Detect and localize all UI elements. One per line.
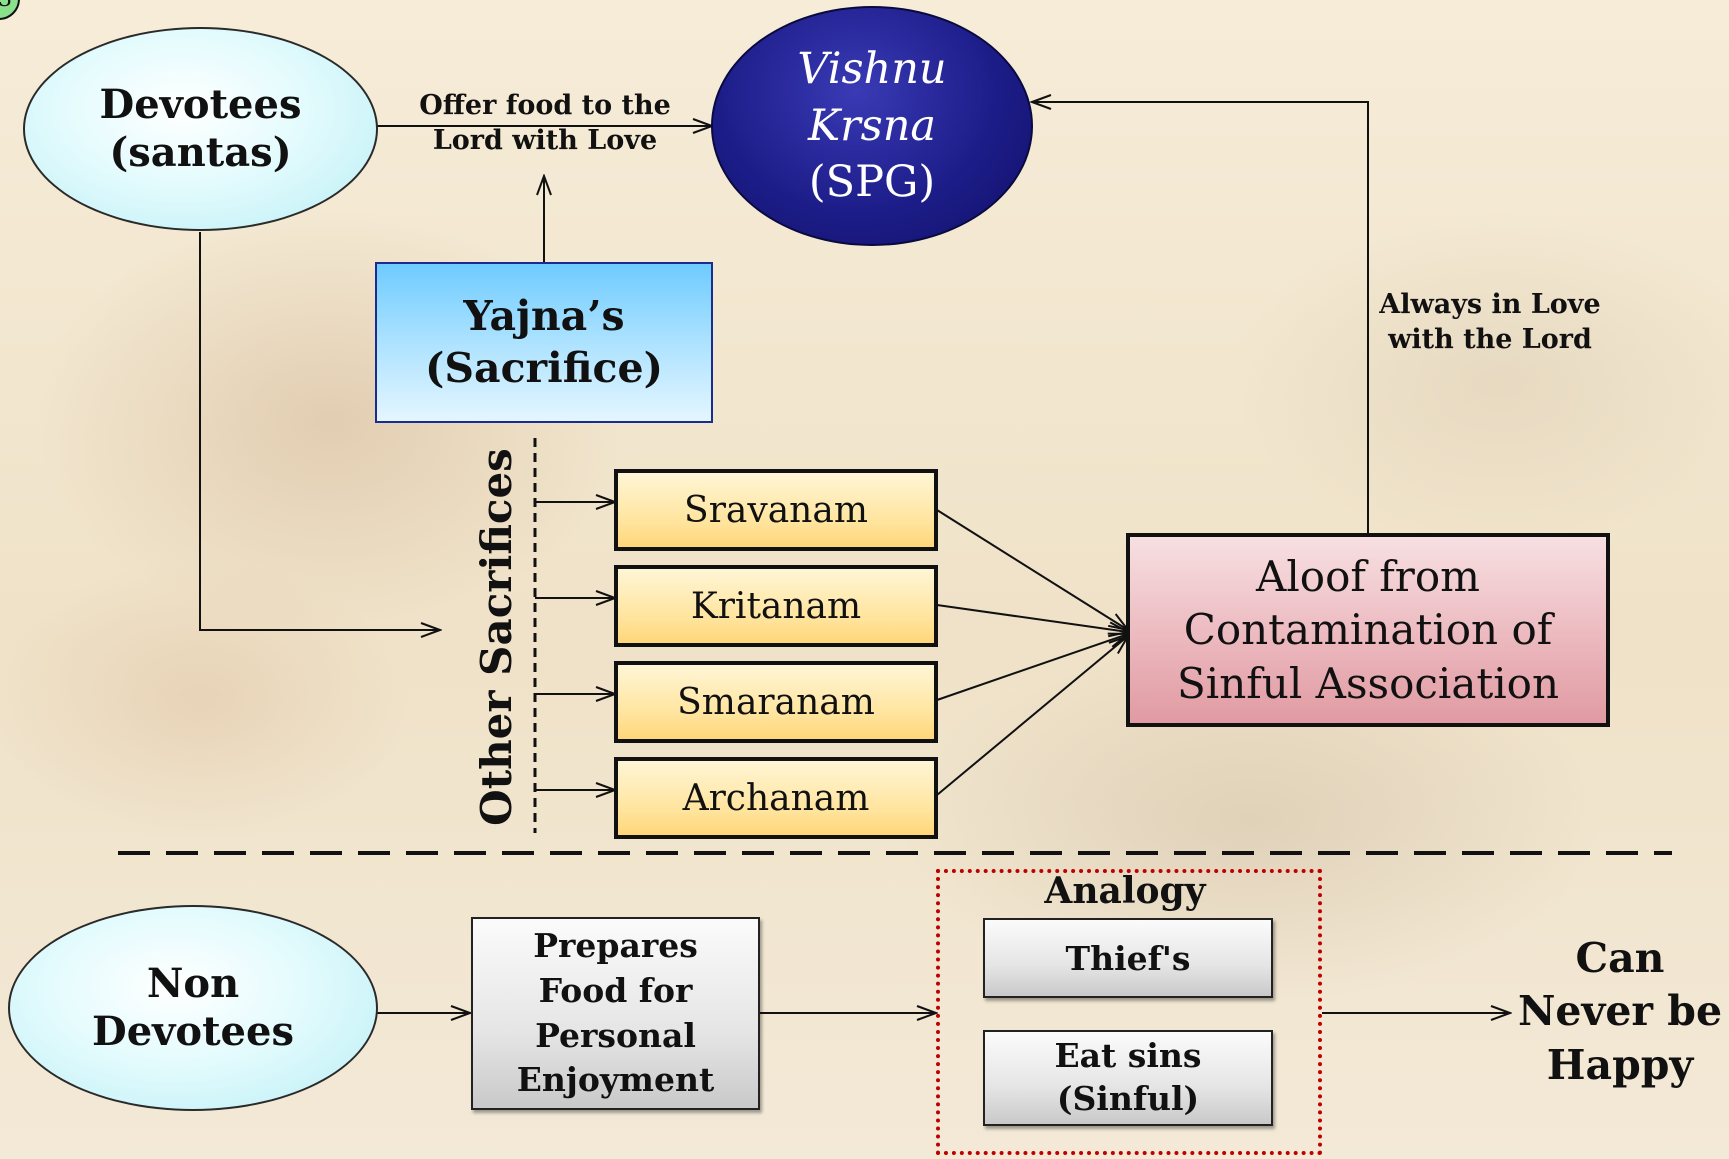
devotees-label: Devotees (santas) — [99, 81, 302, 176]
vishnu-node: Vishnu Krsna (SPG) — [711, 6, 1033, 246]
kritanam-box: Kritanam — [614, 565, 938, 647]
aloof-label: Aloof from Contamination of Sinful Assoc… — [1177, 552, 1559, 708]
devotees-node: Devotees (santas) — [23, 27, 378, 231]
never-happy-text: Can Never be Happy — [1517, 934, 1723, 1089]
offer-food-label: Offer food to the Lord with Love — [410, 88, 680, 158]
slide-number: 3 — [0, 0, 12, 12]
vishnu-name: Vishnu — [797, 43, 947, 94]
always-love-label: Always in Love with the Lord — [1375, 287, 1605, 357]
yajna-label: Yajna’s (Sacrifice) — [425, 292, 663, 392]
non-devotees-node: Non Devotees — [8, 905, 378, 1111]
offer-food-text: Offer food to the Lord with Love — [419, 90, 671, 157]
prepares-food-node: Prepares Food for Personal Enjoyment — [471, 917, 760, 1110]
aloof-node: Aloof from Contamination of Sinful Assoc… — [1126, 533, 1610, 727]
eat-sins-box: Eat sins (Sinful) — [983, 1030, 1273, 1126]
archanam-box: Archanam — [614, 757, 938, 839]
analogy-title-text: Analogy — [1044, 870, 1206, 912]
yajna-node: Yajna’s (Sacrifice) — [375, 262, 713, 423]
never-happy-label: Can Never be Happy — [1515, 932, 1725, 1092]
analogy-frame — [936, 869, 1322, 1155]
analogy-title: Analogy — [1000, 868, 1250, 915]
prepares-food-label: Prepares Food for Personal Enjoyment — [516, 926, 715, 1100]
smaranam-box: Smaranam — [614, 661, 938, 743]
always-love-text: Always in Love with the Lord — [1379, 289, 1601, 356]
kritanam-label: Kritanam — [690, 585, 862, 627]
sravanam-box: Sravanam — [614, 469, 938, 551]
non-devotees-label: Non Devotees — [92, 960, 294, 1055]
other-sacrifices-label: Other Sacrifices — [472, 437, 522, 837]
other-sacrifices-text: Other Sacrifices — [472, 448, 521, 826]
eat-sins-label: Eat sins (Sinful) — [1054, 1036, 1202, 1118]
thiefs-box: Thief's — [983, 918, 1273, 998]
thiefs-label: Thief's — [1065, 938, 1191, 978]
krsna-name: Krsna — [807, 100, 937, 151]
spg-label: (SPG) — [808, 157, 936, 208]
sravanam-label: Sravanam — [684, 489, 868, 531]
smaranam-label: Smaranam — [677, 681, 875, 723]
archanam-label: Archanam — [682, 777, 870, 819]
